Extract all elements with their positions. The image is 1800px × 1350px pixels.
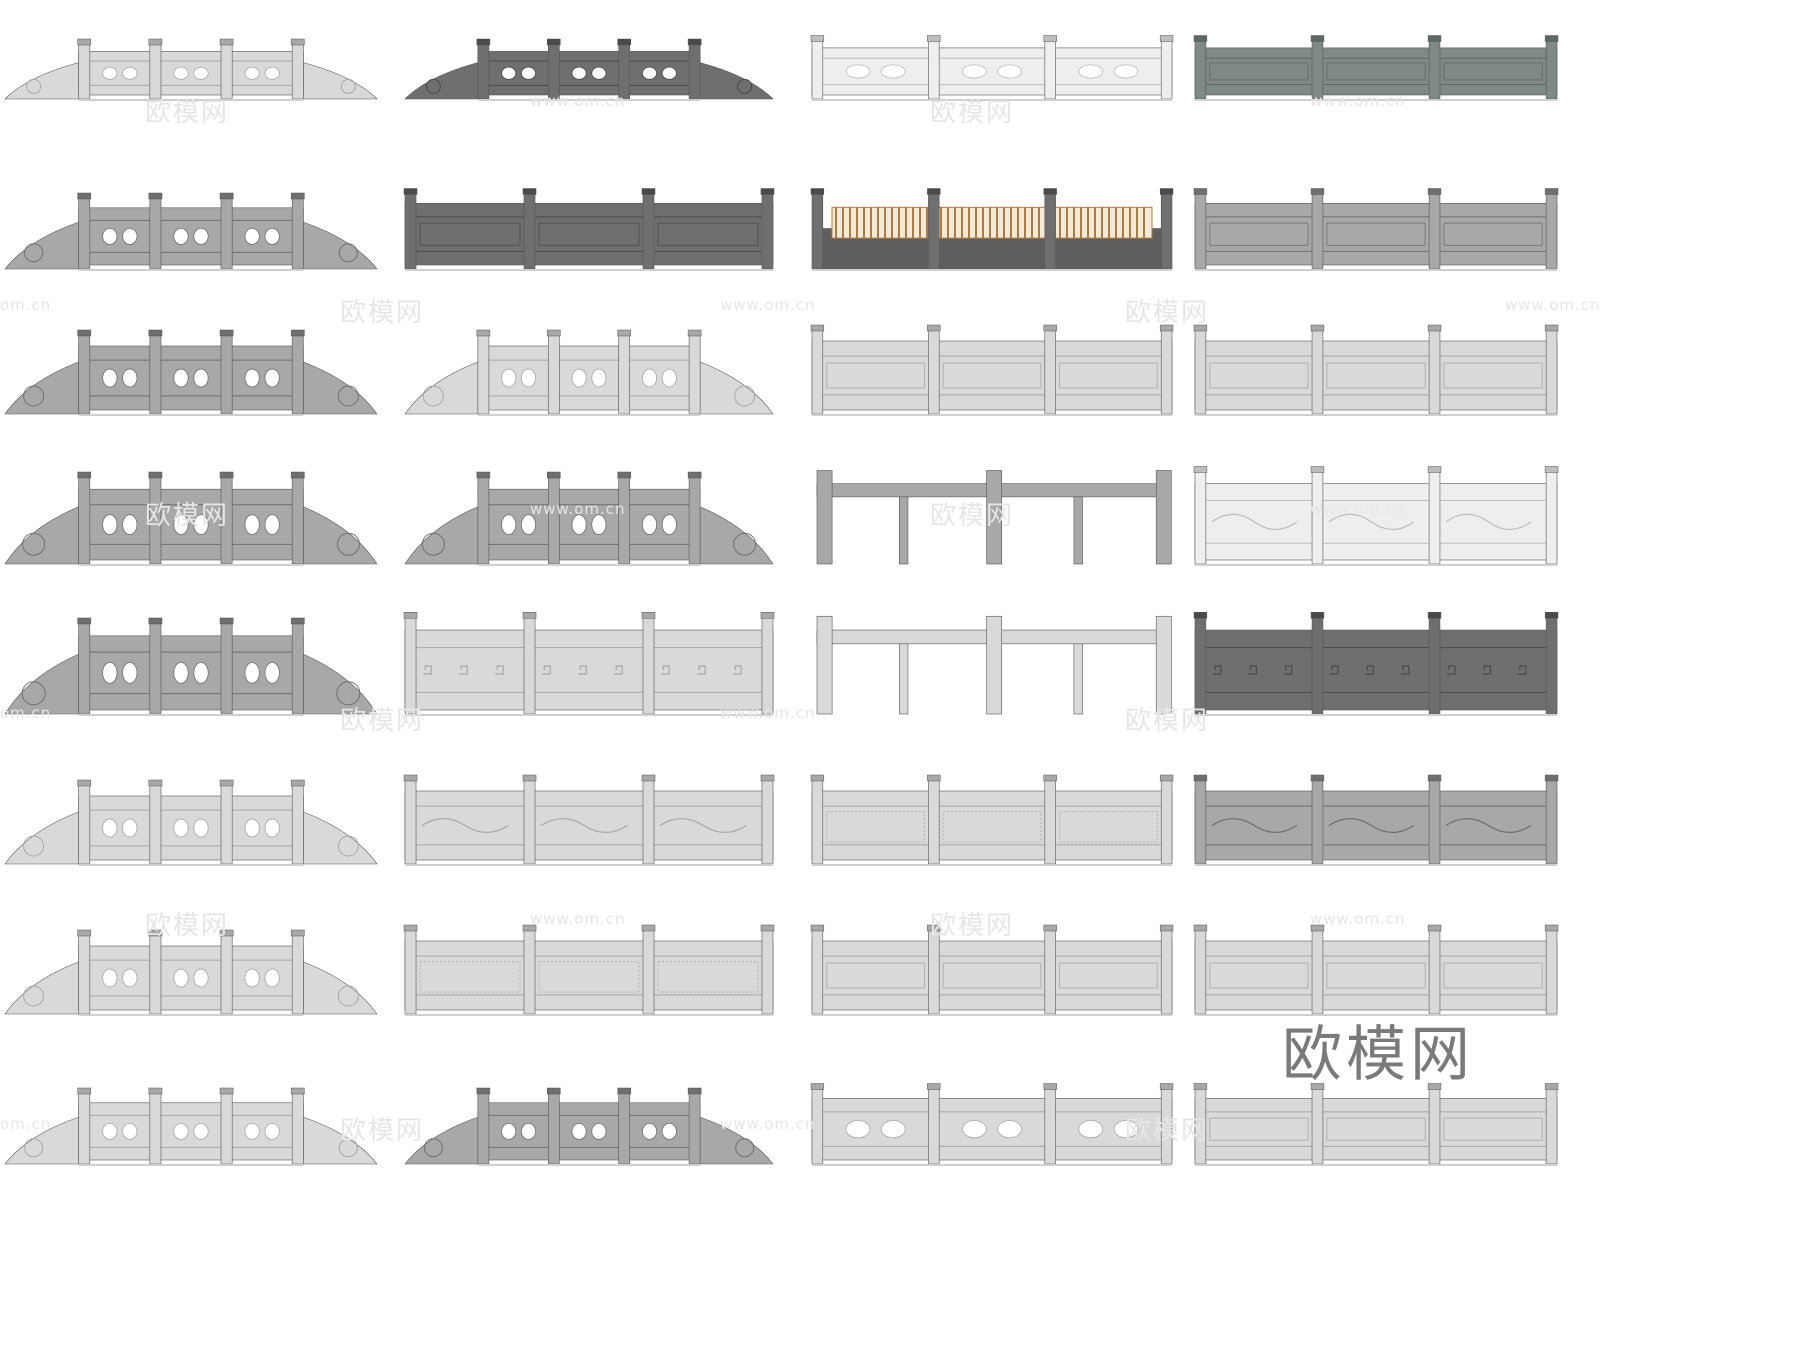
railing-cloud — [4, 192, 378, 271]
railing-post-rail — [810, 924, 1174, 1016]
railing-flat — [1193, 35, 1559, 101]
railing-post-rail — [1193, 188, 1559, 271]
railing-cloud — [4, 329, 378, 416]
railing-cloud — [404, 471, 774, 566]
railing-post-rail — [1193, 324, 1559, 416]
railing-cloud — [404, 329, 774, 416]
brand-watermark: 欧模网 — [1282, 1020, 1474, 1090]
railing-lattice — [810, 774, 1174, 866]
railing-cloud — [404, 38, 774, 101]
railing-cloud — [4, 617, 378, 716]
railing-cloud — [4, 38, 378, 101]
railing-carved — [1193, 466, 1559, 566]
railing-cloud — [4, 779, 378, 866]
railing-carved — [1193, 774, 1559, 866]
railing-wood — [810, 188, 1174, 271]
railing-cloud — [4, 471, 378, 566]
railing-panel-holes — [810, 35, 1174, 101]
railing-cloud — [4, 1087, 378, 1166]
railing-pillars — [816, 470, 1172, 565]
railing-post-rail — [403, 188, 775, 271]
railing-cloud — [404, 1087, 774, 1166]
railing-carved — [403, 774, 775, 866]
railing-post-rail — [1193, 1083, 1559, 1166]
railing-panel-holes — [810, 1083, 1174, 1166]
railing-pillars — [816, 615, 1172, 715]
railing-cloud — [4, 929, 378, 1016]
railing-gallery — [4, 35, 1559, 1166]
railing-fret — [403, 612, 775, 716]
railing-post-rail — [810, 324, 1174, 416]
railing-lattice — [403, 924, 775, 1016]
railing-flat — [1193, 924, 1559, 1016]
railing-fret — [1193, 612, 1559, 716]
